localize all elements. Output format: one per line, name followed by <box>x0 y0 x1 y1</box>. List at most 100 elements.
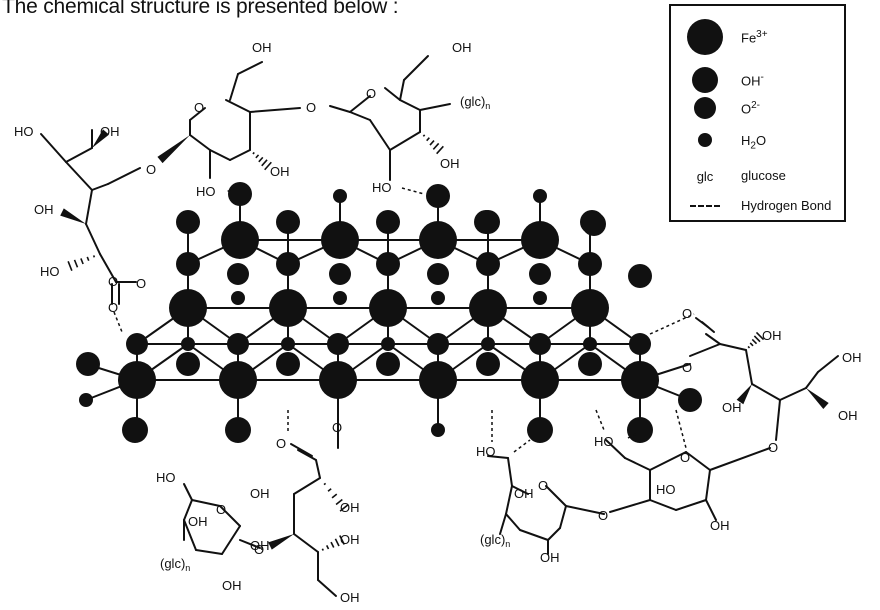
ho-label: HO <box>372 180 392 195</box>
hash-bond <box>339 504 349 512</box>
ring-o-label: O <box>366 86 376 101</box>
legend-item-glucose: glc glucose <box>671 166 844 186</box>
bond-line <box>293 533 319 553</box>
oxide <box>227 333 249 355</box>
bond-line <box>545 485 567 507</box>
legend-item-oxide: O2- <box>671 96 844 120</box>
bond-line <box>689 343 721 357</box>
o-label: O <box>136 276 146 291</box>
bond-line <box>505 513 521 531</box>
legend-hbond-label: Hydrogen Bond <box>741 198 832 213</box>
ring-o-label: O <box>680 450 690 465</box>
hash-bond <box>339 535 345 545</box>
o-label: O <box>682 306 692 321</box>
oh-label: OH <box>270 164 290 179</box>
hydroxide <box>225 417 251 443</box>
wedge-bond <box>60 208 86 224</box>
o-label: O <box>682 360 692 375</box>
legend-oh-label: OH <box>741 73 761 89</box>
bond-line <box>189 107 206 121</box>
bond-line <box>519 529 549 541</box>
o-label: O <box>276 436 286 451</box>
hydroxide-dot-icon <box>692 67 718 93</box>
bond-line <box>239 539 261 549</box>
bond-line <box>675 499 707 511</box>
hydrogen-bond-line <box>627 433 637 439</box>
hash-bond <box>92 255 96 258</box>
oh-label: OH <box>842 350 862 365</box>
fe-atom <box>621 361 659 399</box>
bond-line <box>209 149 231 161</box>
water <box>381 337 395 351</box>
bond-line <box>605 439 626 459</box>
legend-fe-charge: 3+ <box>756 29 768 40</box>
hydroxide <box>628 264 652 288</box>
legend-water-o: O <box>755 133 767 148</box>
hydroxide <box>276 252 300 276</box>
intro-text: The chemical structure is presented belo… <box>2 0 399 18</box>
water <box>79 393 93 407</box>
hash-bond <box>747 345 751 349</box>
ho-label: HO <box>40 264 60 279</box>
water <box>533 291 547 305</box>
bond-line <box>775 399 781 441</box>
hash-bond <box>261 159 268 167</box>
hydrogen-bond-line <box>401 187 425 195</box>
legend-o-charge: 2- <box>751 100 761 111</box>
hash-bond <box>80 258 84 265</box>
bond-line <box>183 499 193 521</box>
bond-line <box>183 483 193 501</box>
oh-label: OH <box>252 40 272 55</box>
ho-label: HO <box>196 184 216 199</box>
hydroxide <box>578 352 602 376</box>
oh-label: OH <box>762 328 782 343</box>
bond-line <box>817 355 839 373</box>
hash-bond <box>755 331 765 341</box>
bond-line <box>719 343 747 351</box>
fe-atom <box>169 289 207 327</box>
o-label: O <box>332 420 342 435</box>
hydroxide <box>582 212 606 236</box>
bond-line <box>189 134 211 151</box>
bond-line <box>219 505 241 527</box>
bridge-o-label: O <box>306 100 316 115</box>
bond-line <box>745 349 753 385</box>
water <box>431 423 445 437</box>
water <box>181 337 195 351</box>
hash-bond <box>325 545 330 550</box>
bond-line <box>315 459 321 479</box>
bond-line <box>565 505 605 515</box>
glc-label: (glc)n <box>460 94 490 111</box>
hash-bond <box>323 482 327 486</box>
bond-line <box>229 73 239 101</box>
hash-bond <box>321 548 324 551</box>
bond-line <box>779 387 807 401</box>
bond-line <box>751 383 781 401</box>
legend-glucose-label: glucose <box>741 168 786 183</box>
oh-label: OH <box>452 40 472 55</box>
hash-bond <box>335 498 343 506</box>
ring-o-label: O <box>538 478 548 493</box>
o-label: O <box>108 300 118 315</box>
hash-bond <box>327 488 332 492</box>
bridge-o-label: O <box>768 440 778 455</box>
ho-label: HO <box>594 434 614 449</box>
hash-bond <box>330 541 335 548</box>
dashed-line-icon <box>690 205 720 207</box>
hydrogen-bond-line <box>649 313 695 335</box>
bond-line <box>85 189 93 225</box>
oh-label: OH <box>100 124 120 139</box>
bond-line <box>91 183 109 191</box>
bond-line <box>399 79 405 101</box>
bond-line <box>705 499 717 521</box>
hydroxide <box>476 252 500 276</box>
oxide <box>629 333 651 355</box>
oh-label: OH <box>540 550 560 565</box>
hydrogen-bonds <box>113 187 695 453</box>
legend-item-fe: Fe3+ <box>671 19 844 55</box>
bond-line <box>559 505 567 529</box>
water <box>281 337 295 351</box>
bond-line <box>505 485 513 515</box>
bond-line <box>389 131 421 151</box>
fe-atom <box>521 361 559 399</box>
